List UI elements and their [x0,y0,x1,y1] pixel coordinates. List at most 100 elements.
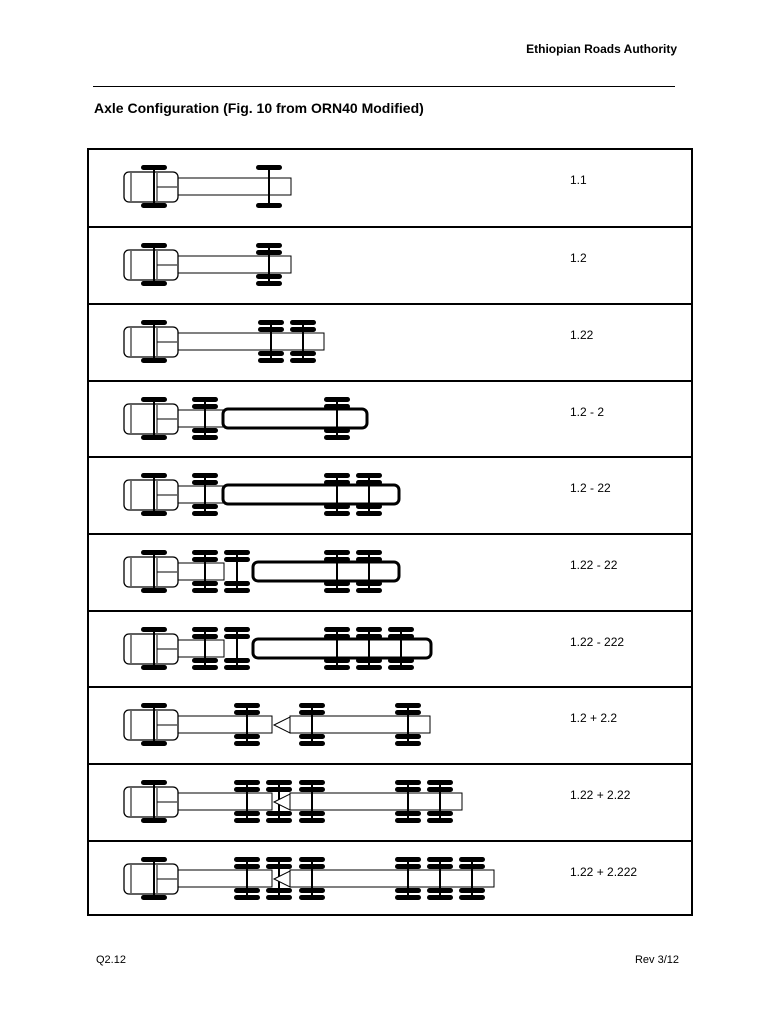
tyre-icon [256,165,282,170]
tyre-icon [388,665,414,670]
tyre-icon [192,634,218,639]
tyre-icon [356,581,382,586]
config-code: 1.22 - 222 [570,635,625,649]
config-row: 1.2 [89,226,691,303]
tyre-icon [356,634,382,639]
chassis-body [177,639,225,658]
tyre-icon [258,327,284,332]
tyre-icon [356,550,382,555]
tyre-icon [459,895,485,900]
truck-diagram [123,165,292,208]
tyre-icon [224,627,250,632]
tyre-icon [192,511,218,516]
tyre-icon [234,895,260,900]
tyre-icon [256,203,282,208]
cab-outline [123,403,179,435]
cab-outline [123,326,179,358]
tyre-icon [395,780,421,785]
tyre-icon [141,895,167,900]
truck-diagram [123,320,325,363]
chassis-body [177,255,292,274]
truck-diagram [123,243,292,286]
tyre-icon [141,511,167,516]
tyre-icon [299,895,325,900]
tyre-icon [395,895,421,900]
tyre-icon [192,588,218,593]
truck-diagram [123,857,495,900]
tyre-icon [324,504,350,509]
tyre-icon [234,703,260,708]
tyre-icon [192,473,218,478]
tyre-icon [192,665,218,670]
tyre-icon [395,811,421,816]
tyre-icon [459,888,485,893]
tyre-icon [290,327,316,332]
footer-revision: Rev 3/12 [634,954,679,966]
truck-diagram [123,780,463,823]
tyre-icon [224,588,250,593]
tyre-icon [224,581,250,586]
tyre-icon [258,358,284,363]
tyre-icon [192,557,218,562]
tyre-icon [356,658,382,663]
drawbar [272,716,291,734]
tyre-icon [266,780,292,785]
tyre-icon [141,665,167,670]
tyre-icon [224,634,250,639]
tyre-icon [141,550,167,555]
tyre-icon [192,504,218,509]
tyre-icon [266,895,292,900]
tyre-icon [224,557,250,562]
tyre-icon [192,581,218,586]
tyre-icon [388,658,414,663]
tyre-icon [234,818,260,823]
tyre-icon [141,397,167,402]
tyre-icon [234,864,260,869]
tyre-icon [266,857,292,862]
cab-outline [123,249,179,281]
chassis-body [177,409,225,428]
truck-diagram [123,703,431,746]
config-code: 1.22 + 2.222 [570,865,638,879]
tyre-icon [395,888,421,893]
tyre-icon [141,741,167,746]
tyre-icon [427,857,453,862]
header-organization: Ethiopian Roads Authority [526,42,677,56]
tyre-icon [192,550,218,555]
drawbar [272,870,291,888]
tyre-icon [224,665,250,670]
truck-diagram [123,397,369,440]
tyre-icon [395,864,421,869]
tyre-icon [192,627,218,632]
tyre-icon [459,864,485,869]
header-divider [93,86,675,87]
cab-outline [123,633,179,665]
tyre-icon [324,435,350,440]
tyre-icon [224,550,250,555]
config-code: 1.2 - 2 [570,405,605,419]
config-code: 1.2 - 22 [570,481,611,495]
tyre-icon [141,780,167,785]
tyre-icon [324,473,350,478]
tyre-icon [141,320,167,325]
tyre-icon [299,703,325,708]
config-row: 1.2 + 2.2 [89,686,691,763]
tyre-icon [299,888,325,893]
cab-outline [123,171,179,203]
cab-outline [123,556,179,588]
config-code: 1.2 [570,251,587,265]
tyre-icon [266,811,292,816]
tyre-icon [141,243,167,248]
tyre-icon [266,864,292,869]
tyre-icon [459,857,485,862]
tyre-icon [395,857,421,862]
tyre-icon [356,511,382,516]
config-code: 1.22 + 2.22 [570,788,631,802]
tyre-icon [395,741,421,746]
tyre-icon [395,787,421,792]
tyre-icon [395,818,421,823]
tyre-icon [141,857,167,862]
chassis-body [177,177,292,196]
tyre-icon [192,435,218,440]
tyre-icon [427,780,453,785]
